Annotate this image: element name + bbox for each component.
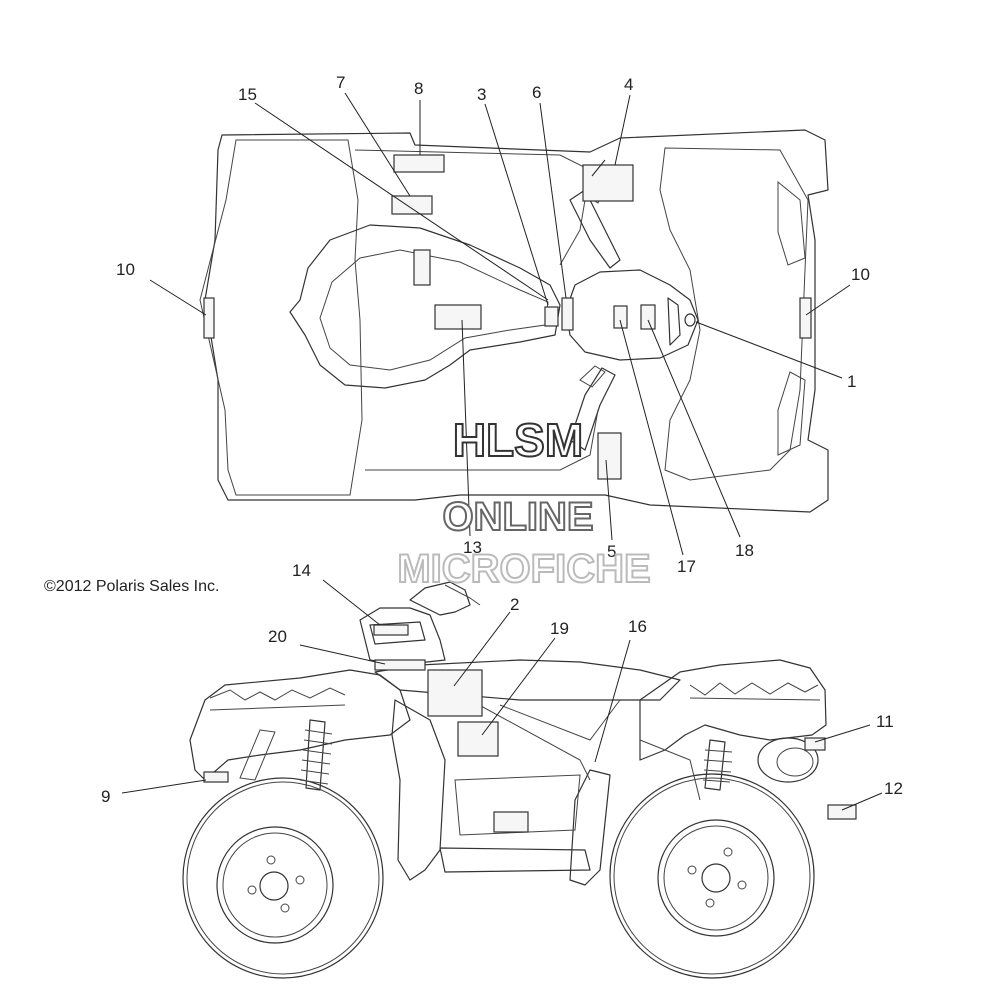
decal-15 [413, 249, 431, 286]
decal-4 [582, 164, 634, 202]
side-view-decals [203, 624, 857, 833]
decal-10-front [799, 297, 812, 339]
watermark-line-3: MICROFICHE [397, 547, 650, 591]
watermark-line-1: HLSM [453, 414, 583, 466]
decal-side-panel [493, 811, 529, 833]
decal-9 [203, 771, 229, 783]
decal-2 [427, 669, 483, 717]
callout-1: 1 [847, 372, 856, 391]
decal-14 [373, 624, 409, 636]
callout-19: 19 [550, 619, 569, 638]
callout-16: 16 [628, 617, 647, 636]
decal-5 [597, 432, 622, 480]
decal-20 [374, 659, 426, 671]
decal-13 [434, 304, 482, 330]
callout-14: 14 [292, 561, 311, 580]
watermark: HLSM ONLINE MICROFICHE [396, 413, 651, 592]
callout-13: 13 [463, 538, 482, 557]
callout-20: 20 [268, 627, 287, 646]
callout-11: 11 [876, 712, 894, 731]
callout-12: 12 [884, 779, 903, 798]
decal-19 [457, 721, 499, 757]
decal-3 [544, 306, 559, 327]
callout-10-front: 10 [851, 265, 870, 284]
callout-10-rear: 10 [116, 260, 135, 279]
callout-17: 17 [677, 557, 696, 576]
callout-9: 9 [101, 787, 110, 806]
callout-8: 8 [414, 79, 423, 98]
watermark-line-2: ONLINE [442, 495, 593, 539]
headlight [757, 737, 819, 783]
callout-6: 6 [532, 83, 541, 102]
rear-wheel [182, 777, 384, 979]
callout-5: 5 [607, 542, 616, 561]
callout-numbers: 15 7 8 3 6 4 10 10 1 13 5 17 18 14 2 19 … [101, 73, 903, 806]
decal-12 [827, 804, 857, 820]
callout-3: 3 [477, 85, 486, 104]
leader-lines [121, 92, 883, 811]
callout-15: 15 [238, 85, 257, 104]
decal-11 [804, 737, 826, 751]
copyright-text: ©2012 Polaris Sales Inc. [44, 578, 219, 595]
callout-7: 7 [336, 73, 345, 92]
callout-2: 2 [510, 595, 519, 614]
top-view-decals [203, 154, 812, 480]
callout-4: 4 [624, 75, 633, 94]
decal-8 [393, 154, 445, 173]
front-wheel [609, 773, 815, 979]
callout-18: 18 [735, 541, 754, 560]
decal-7 [391, 195, 433, 215]
decal-6 [561, 297, 574, 331]
decal-10-rear [203, 297, 215, 339]
decal-17 [613, 305, 628, 329]
side-view-atv [182, 581, 827, 979]
decal-18 [640, 304, 656, 330]
